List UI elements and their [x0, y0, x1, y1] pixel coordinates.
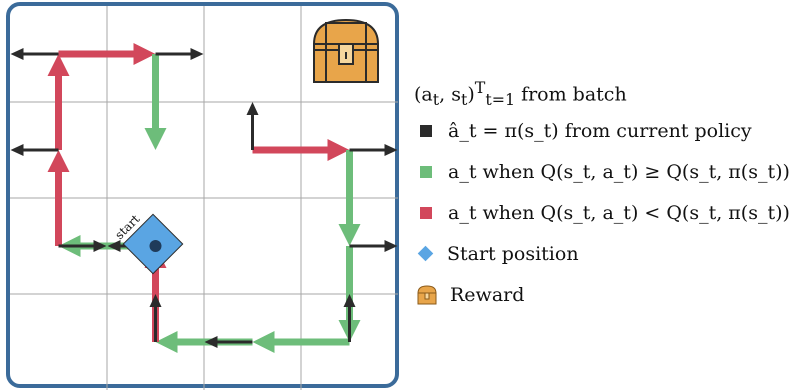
legend-label-green: a_t when Q(s_t, a_t) ≥ Q(s_t, π(s_t)) — [448, 160, 790, 183]
legend: (at, st)Tt=1 from batch â_t = π(s_t) fro… — [414, 66, 794, 315]
policy-action-arrow — [155, 48, 204, 60]
policy-action-arrow — [349, 240, 398, 252]
legend-label-start: Start position — [447, 242, 579, 265]
red-action-arrow — [47, 54, 70, 150]
treasure-chest-icon — [312, 18, 380, 83]
start-dot — [149, 240, 162, 252]
red-action-arrow — [252, 139, 350, 161]
policy-action-arrow — [343, 294, 356, 342]
reward-chest-icon — [417, 284, 437, 304]
green-action-arrow — [338, 150, 361, 246]
start-diamond-icon — [417, 245, 434, 262]
policy-action-arrow — [246, 102, 259, 150]
green-swatch-icon — [420, 165, 432, 178]
red-swatch-icon — [420, 206, 432, 219]
legend-item-green: a_t when Q(s_t, a_t) ≥ Q(s_t, π(s_t)) — [414, 151, 794, 192]
legend-item-start: Start position — [414, 233, 794, 274]
legend-label-reward: Reward — [450, 283, 525, 306]
policy-swatch-icon — [420, 124, 432, 137]
red-action-arrow — [47, 150, 70, 246]
policy-action-arrow — [58, 240, 107, 252]
legend-item-reward: Reward — [414, 274, 794, 315]
gridworld-diagram: start — [6, 2, 399, 390]
legend-item-policy: â_t = π(s_t) from current policy — [414, 110, 794, 151]
legend-label-policy: â_t = π(s_t) from current policy — [448, 119, 752, 142]
policy-action-arrow — [349, 144, 398, 156]
policy-action-arrow — [149, 294, 162, 342]
policy-action-arrow — [10, 48, 59, 60]
green-action-arrow — [252, 331, 350, 353]
legend-label-red: a_t when Q(s_t, a_t) < Q(s_t, π(s_t)) — [448, 201, 790, 224]
red-action-arrow — [58, 43, 156, 65]
policy-action-arrow — [204, 336, 253, 348]
legend-item-red: a_t when Q(s_t, a_t) < Q(s_t, π(s_t)) — [414, 192, 794, 233]
grid-lines — [10, 6, 398, 390]
policy-action-arrows — [10, 48, 398, 348]
policy-action-arrow — [10, 144, 59, 156]
gridworld-border — [6, 2, 399, 388]
green-action-arrow — [144, 54, 167, 150]
legend-title: (at, st)Tt=1 from batch — [414, 78, 627, 110]
